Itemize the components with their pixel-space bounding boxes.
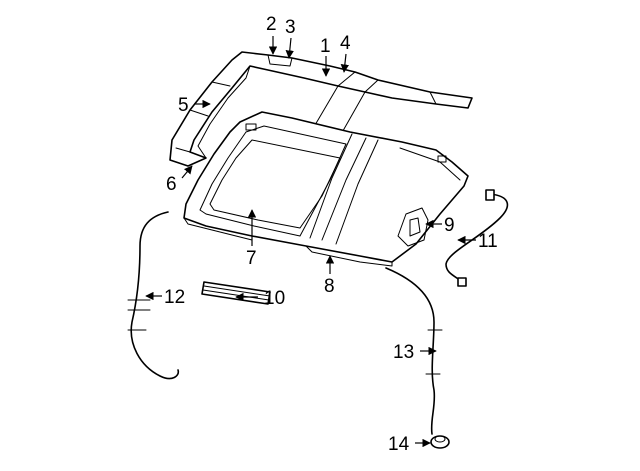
callouts: 1 2 3 4 5 6 7 8 9 10 11 12 13 14 <box>164 14 498 455</box>
sunroof-housing <box>183 111 469 267</box>
callout-6: 6 <box>166 174 177 195</box>
callout-14: 14 <box>388 434 410 455</box>
callout-1: 1 <box>320 36 331 57</box>
callout-7: 7 <box>246 248 257 269</box>
callout-13: 13 <box>393 342 414 363</box>
callout-12: 12 <box>164 287 185 308</box>
callout-2: 2 <box>266 14 277 35</box>
callout-3: 3 <box>285 17 296 38</box>
callout-4: 4 <box>340 33 351 54</box>
callout-11: 11 <box>478 231 498 252</box>
callout-9: 9 <box>444 215 455 236</box>
deflector-strip <box>201 281 271 305</box>
callout-10: 10 <box>264 288 285 309</box>
drain-hose-right <box>445 189 509 287</box>
callout-5: 5 <box>178 95 189 116</box>
callout-8: 8 <box>324 276 335 297</box>
leader-lines <box>145 36 476 448</box>
grommet <box>430 435 450 449</box>
upper-frame <box>169 51 473 167</box>
